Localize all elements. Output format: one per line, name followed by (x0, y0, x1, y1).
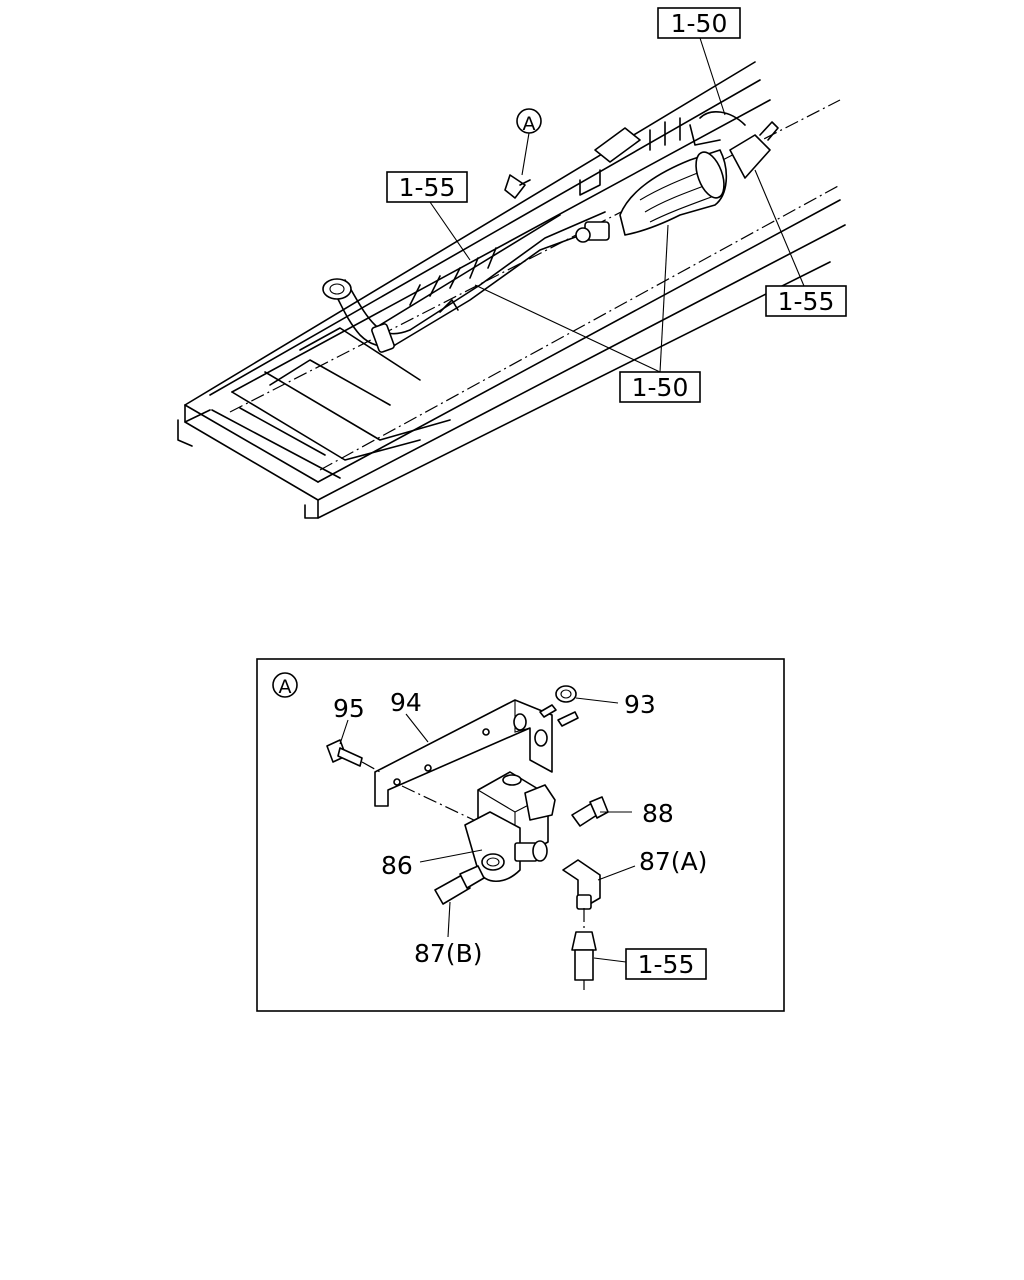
detail-marker-top-label: A (523, 113, 536, 135)
part-label-87b: 87(B) (414, 939, 482, 968)
callout-ref-right: 1-55 (754, 169, 847, 317)
detail-marker-label: A (279, 676, 292, 698)
part-label-87a: 87(A) (639, 847, 707, 876)
callout-ref-bottom: 1-50 (474, 224, 701, 403)
detail-marker-top: A (516, 108, 542, 176)
part-label-95: 95 (333, 694, 365, 723)
part-label-86: 86 (381, 851, 413, 880)
callout-ref-top-right-label: 1-50 (671, 9, 728, 38)
callout-ref-top-right: 1-50 (657, 7, 741, 116)
callout-ref-right-label: 1-55 (778, 287, 835, 316)
part-label-94: 94 (390, 688, 422, 717)
callout-ref-detail: 1-55 (625, 948, 707, 980)
part-label-93: 93 (624, 690, 656, 719)
bracket-94-drawing (374, 699, 553, 807)
valve-86-drawing (464, 771, 556, 883)
callout-ref-left-label: 1-55 (399, 173, 456, 202)
frame-assembly-drawing (177, 61, 846, 519)
callout-ref-bottom-label: 1-50 (632, 373, 689, 402)
callout-ref-left: 1-55 (386, 171, 471, 261)
part-label-88: 88 (642, 799, 674, 828)
callout-ref-detail-label: 1-55 (638, 950, 695, 979)
